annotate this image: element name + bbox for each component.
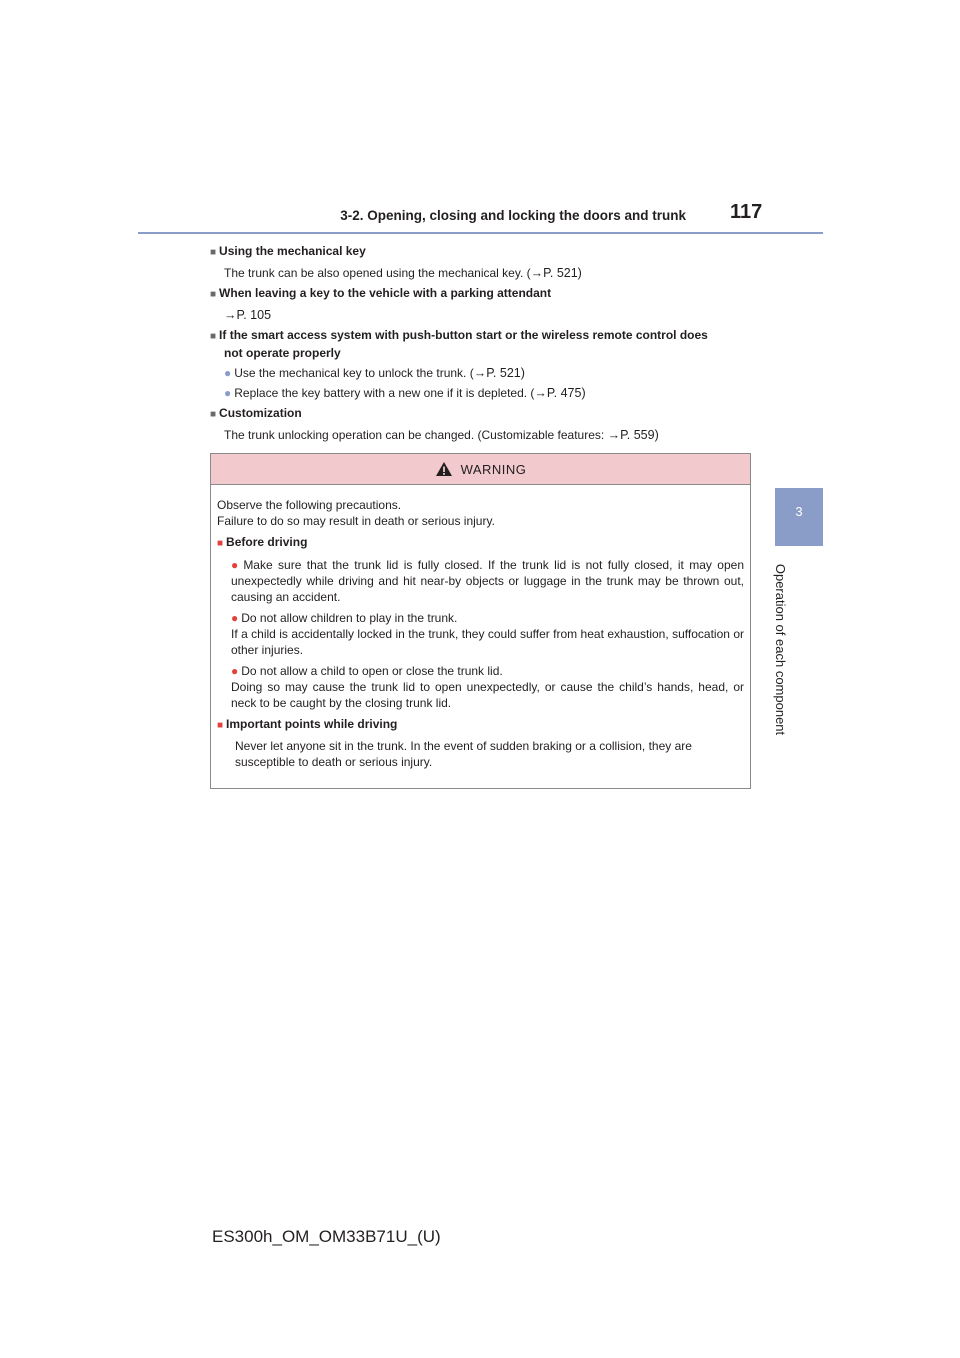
heading-text: Using the mechanical key (219, 244, 366, 258)
section-title: 3-2. Opening, closing and locking the do… (340, 208, 686, 223)
item-text: Do not allow children to play in the tru… (241, 611, 458, 625)
warning-triangle-icon (435, 462, 452, 476)
chapter-tab-label-wrap: Operation of each component (771, 549, 791, 749)
square-bullet-icon: ■ (210, 409, 217, 420)
header-divider (138, 232, 823, 234)
square-bullet-icon: ■ (210, 331, 217, 342)
item-text-cont: Doing so may cause the trunk lid to open… (231, 680, 744, 710)
list-item: ●Replace the key battery with a new one … (224, 385, 755, 401)
heading-before-driving: ■Before driving (217, 534, 744, 552)
list-item: ●Use the mechanical key to unlock the tr… (224, 365, 755, 381)
page-ref: →P. 105 (224, 308, 272, 322)
warning-intro-line1: Observe the following precautions. (217, 498, 402, 512)
para-text: The trunk can be also opened using the m… (224, 266, 531, 280)
heading-text-line2: not operate properly (224, 346, 341, 360)
parking-attendant-ref: →P. 105 (224, 307, 755, 323)
round-bullet-icon: ● (231, 664, 239, 678)
page-number: 117 (730, 201, 763, 223)
mechanical-key-text: The trunk can be also opened using the m… (224, 265, 755, 281)
heading-mechanical-key: ■Using the mechanical key (210, 243, 755, 261)
item-text: Use the mechanical key to unlock the tru… (234, 366, 474, 380)
heading-text: If the smart access system with push-but… (219, 328, 708, 342)
item-text: Make sure that the trunk lid is fully cl… (231, 558, 744, 604)
page-ref: →P. 559) (607, 428, 659, 442)
warning-body: Observe the following precautions. Failu… (211, 485, 750, 770)
item-text: Replace the key battery with a new one i… (234, 386, 535, 400)
item-text-cont: If a child is accidentally locked in the… (231, 627, 744, 657)
round-bullet-icon: ● (224, 366, 232, 380)
round-bullet-icon: ● (224, 386, 232, 400)
item-text: Do not allow a child to open or close th… (241, 664, 503, 678)
round-bullet-icon: ● (231, 611, 239, 625)
chapter-tab-label: Operation of each component (773, 563, 789, 735)
heading-customization: ■Customization (210, 405, 755, 423)
heading-not-operate: ■If the smart access system with push-bu… (210, 327, 755, 361)
warning-intro-line2: Failure to do so may result in death or … (217, 514, 495, 528)
important-text: Never let anyone sit in the trunk. In th… (235, 739, 692, 769)
document-code: ES300h_OM_OM33B71U_(U) (212, 1227, 441, 1246)
customization-text: The trunk unlocking operation can be cha… (224, 427, 755, 443)
chapter-tab: 3 (775, 488, 823, 546)
warning-item: ●Make sure that the trunk lid is fully c… (231, 557, 744, 605)
warning-title: WARNING (460, 461, 527, 477)
square-bullet-icon: ■ (217, 538, 224, 549)
warning-item: ●Do not allow a child to open or close t… (231, 663, 744, 711)
page-ref: →P. 521) (473, 366, 525, 380)
page-ref: →P. 475) (534, 386, 586, 400)
round-bullet-icon: ● (231, 558, 241, 572)
heading-text: When leaving a key to the vehicle with a… (219, 286, 552, 300)
square-bullet-icon: ■ (217, 720, 224, 731)
main-content: ■Using the mechanical key The trunk can … (210, 243, 755, 443)
warning-item: ●Do not allow children to play in the tr… (231, 610, 744, 658)
heading-text: Before driving (226, 535, 308, 549)
page-ref: →P. 521) (530, 266, 582, 280)
para-text: The trunk unlocking operation can be cha… (224, 428, 608, 442)
warning-box: WARNING Observe the following precaution… (210, 453, 751, 789)
heading-important-points: ■Important points while driving (217, 716, 744, 734)
square-bullet-icon: ■ (210, 289, 217, 300)
warning-header: WARNING (211, 454, 750, 485)
square-bullet-icon: ■ (210, 247, 217, 258)
heading-parking-attendant: ■When leaving a key to the vehicle with … (210, 285, 755, 303)
heading-text: Important points while driving (226, 717, 398, 731)
heading-text: Customization (219, 406, 302, 420)
